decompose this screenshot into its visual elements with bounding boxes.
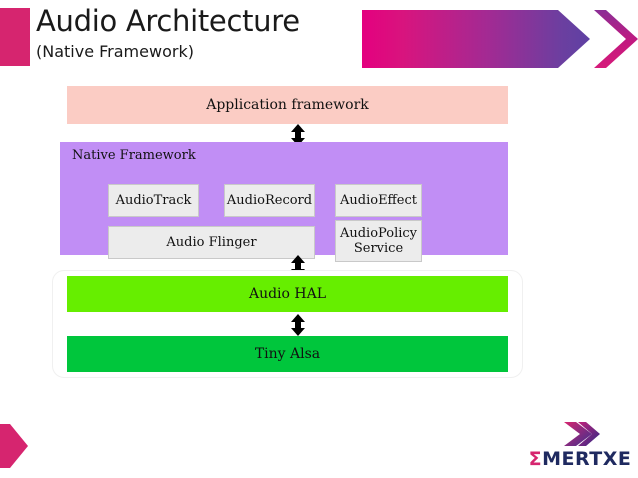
title-block: Audio Architecture (Native Framework) [36, 5, 366, 63]
audiopolicyservice-label-line1: AudioPolicy [339, 226, 418, 241]
emertxe-logo: ΣMERTXE [528, 420, 632, 472]
header-banner-arrow [362, 10, 638, 68]
component-audioflinger: Audio Flinger [108, 226, 315, 259]
layer-tiny-alsa: Tiny Alsa [67, 336, 508, 372]
layer-application-framework: Application framework [67, 86, 508, 124]
page-subtitle: (Native Framework) [36, 42, 194, 61]
component-audioeffect: AudioEffect [335, 184, 422, 217]
audiopolicyservice-label-line2: Service [353, 241, 404, 256]
page-title: Audio Architecture [36, 4, 300, 38]
connector-hal-tinyalsa-arrow-icon [288, 314, 308, 336]
footer-chevron-icon [0, 424, 28, 468]
banner-arrow-body [362, 10, 590, 68]
component-audiotrack: AudioTrack [108, 184, 199, 217]
layer-audio-hal: Audio HAL [67, 276, 508, 312]
architecture-diagram: Application framework Native Framework A… [0, 78, 638, 390]
banner-chevron-icon [594, 10, 638, 68]
logo-sigma-glyph: Σ [528, 448, 543, 470]
connector-appfw-nativefw-arrow-icon [288, 124, 308, 146]
component-audiopolicyservice: AudioPolicy Service [335, 220, 422, 262]
title-accent-bar [0, 8, 30, 66]
logo-name-text: MERTXE [542, 448, 632, 470]
native-framework-label: Native Framework [72, 148, 196, 163]
logo-chevron-icon [562, 420, 600, 448]
component-audiorecord: AudioRecord [224, 184, 315, 217]
logo-wordmark: ΣMERTXE [528, 448, 632, 470]
